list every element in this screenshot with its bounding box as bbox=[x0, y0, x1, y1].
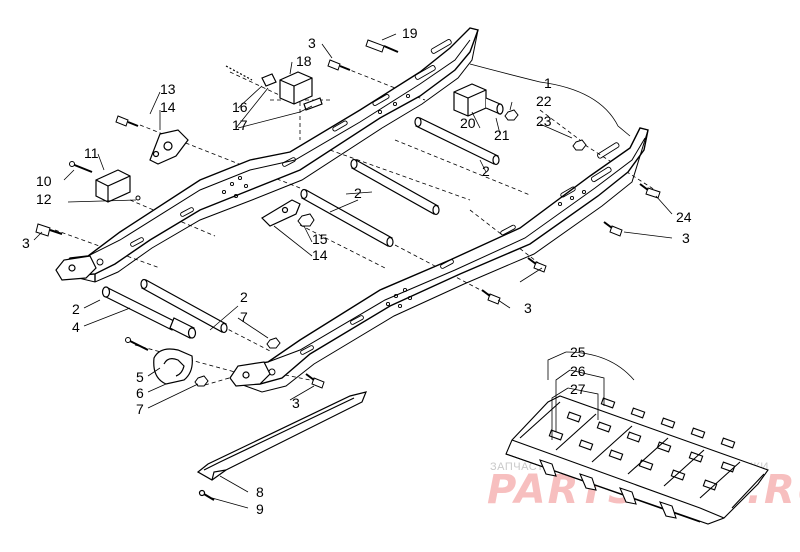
leader-lines bbox=[33, 33, 673, 509]
callout-20: 20 bbox=[460, 115, 476, 131]
callout-24: 24 bbox=[676, 209, 692, 225]
callout-7: 7 bbox=[136, 401, 144, 417]
block-11 bbox=[95, 169, 131, 203]
callouts: 1 2 2 2 2 3 3 3 3 3 4 5 6 7 7 8 9 10 11 … bbox=[22, 25, 692, 517]
callout-3: 3 bbox=[682, 230, 690, 246]
callout-2: 2 bbox=[482, 163, 490, 179]
callout-26: 26 bbox=[570, 363, 586, 379]
callout-16: 16 bbox=[232, 99, 248, 115]
callout-9: 9 bbox=[256, 501, 264, 517]
callout-14: 14 bbox=[160, 99, 176, 115]
callout-3: 3 bbox=[524, 300, 532, 316]
bracket-left bbox=[149, 129, 189, 165]
callout-2: 2 bbox=[354, 185, 362, 201]
callout-10: 10 bbox=[36, 173, 52, 189]
callout-27: 27 bbox=[570, 381, 586, 397]
track bbox=[505, 395, 769, 525]
rail-near-front-plate bbox=[229, 361, 271, 387]
callout-13: 13 bbox=[160, 81, 176, 97]
callout-5: 5 bbox=[136, 369, 144, 385]
callout-3: 3 bbox=[292, 395, 300, 411]
bumper-5-6 bbox=[153, 348, 193, 385]
callout-23: 23 bbox=[536, 113, 552, 129]
callout-3: 3 bbox=[308, 35, 316, 51]
callout-17: 17 bbox=[232, 117, 248, 133]
slide-wear-strip bbox=[196, 391, 367, 501]
cross-shafts bbox=[101, 116, 500, 339]
rail-far-front-plate bbox=[55, 255, 97, 281]
callout-1: 1 bbox=[544, 75, 552, 91]
callout-22: 22 bbox=[536, 93, 552, 109]
callout-3: 3 bbox=[22, 235, 30, 251]
rail-far bbox=[61, 27, 479, 283]
fasteners bbox=[35, 39, 661, 389]
callout-12: 12 bbox=[36, 191, 52, 207]
callout-2: 2 bbox=[240, 289, 248, 305]
rail-near-slots bbox=[250, 142, 620, 382]
rail-near bbox=[233, 127, 649, 393]
callout-21: 21 bbox=[494, 127, 510, 143]
callout-6: 6 bbox=[136, 385, 144, 401]
callout-19: 19 bbox=[402, 25, 418, 41]
callout-2: 2 bbox=[72, 301, 80, 317]
callout-25: 25 bbox=[570, 344, 586, 360]
bracket-center bbox=[261, 199, 301, 227]
callout-18: 18 bbox=[296, 53, 312, 69]
block-18 bbox=[225, 65, 323, 111]
callout-11: 11 bbox=[84, 145, 99, 161]
block-20 bbox=[453, 83, 504, 117]
callout-4: 4 bbox=[72, 319, 80, 335]
callout-7: 7 bbox=[240, 309, 248, 325]
callout-15: 15 bbox=[312, 231, 328, 247]
callout-14: 14 bbox=[312, 247, 328, 263]
callout-8: 8 bbox=[256, 484, 264, 500]
